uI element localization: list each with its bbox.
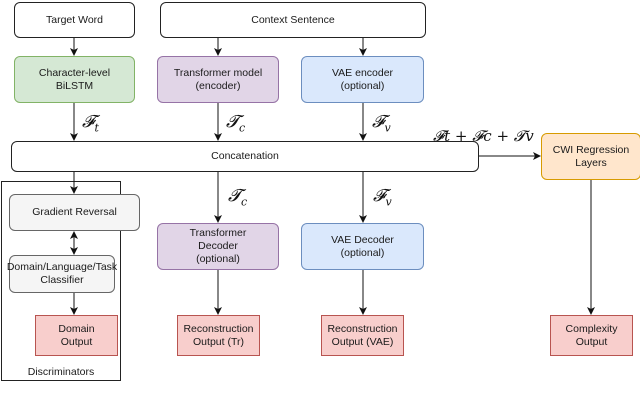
target-word-node: Target Word	[14, 2, 135, 38]
discriminators-label: Discriminators	[27, 366, 95, 378]
cwi-regression-node: CWI Regression Layers	[541, 133, 640, 180]
context-sentence-node: Context Sentence	[160, 2, 426, 38]
label-ft: 𝓕t	[82, 112, 99, 135]
complexity-output-node: Complexity Output	[550, 315, 633, 356]
char-bilstm-node: Character-level BiLSTM	[14, 56, 135, 103]
domain-output-node: Domain Output	[35, 315, 118, 356]
label-sum: 𝓕t + 𝓕c + 𝓣v	[433, 127, 534, 145]
transformer-decoder-node: Transformer Decoder (optional)	[157, 223, 279, 270]
label-tc: 𝓣c	[226, 112, 246, 135]
concatenation-node: Concatenation	[11, 141, 479, 172]
recon-tr-node: Reconstruction Output (Tr)	[177, 315, 260, 356]
label-fv-decoder: 𝓕v	[373, 186, 392, 209]
label-tc-decoder: 𝓣c	[228, 186, 248, 209]
vae-encoder-node: VAE encoder (optional)	[301, 56, 424, 103]
vae-decoder-node: VAE Decoder (optional)	[301, 223, 424, 270]
gradient-reversal-node: Gradient Reversal	[9, 194, 140, 231]
label-fv: 𝓕v	[372, 112, 391, 135]
classifier-node: Domain/Language/Task Classifier	[7, 255, 117, 293]
transformer-encoder-node: Transformer model (encoder)	[157, 56, 279, 103]
recon-vae-node: Reconstruction Output (VAE)	[321, 315, 404, 356]
